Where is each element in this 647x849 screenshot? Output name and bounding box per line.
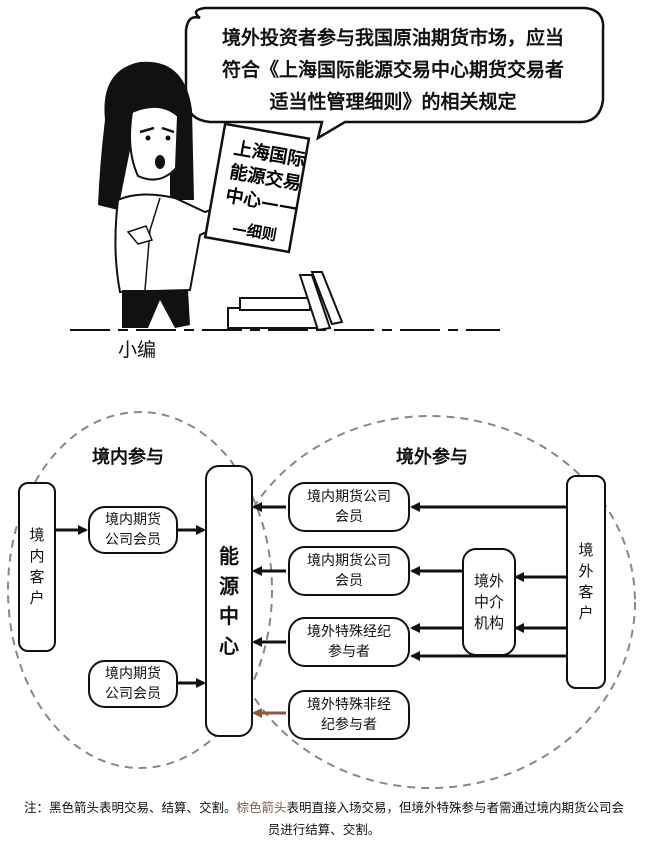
- energy-center-box: 能源中心: [205, 465, 253, 737]
- bubble-line-3: 适当性管理细则》的相关规定: [269, 91, 517, 113]
- foreign-member-1: 境内期货公司 会员: [288, 482, 410, 532]
- footnote-brown-phrase: 棕色箭头: [236, 800, 287, 815]
- special-nonbroker-participant: 境外特殊非经 纪参与者: [288, 690, 410, 740]
- intermediary-label: 境外中介机构: [474, 571, 505, 632]
- foreign-member-1-label: 境内期货公司 会员: [307, 489, 391, 525]
- foreign-group-label: 境外参与: [396, 447, 468, 468]
- legs: [122, 290, 190, 328]
- energy-center-label: 能源中心: [219, 544, 239, 658]
- intermediary-box: 境外中介机构: [462, 548, 516, 656]
- foreign-client-label: 境外客户: [578, 541, 594, 622]
- foreign-ellipse: [224, 415, 636, 789]
- footnote-suffix: 表明直接入场交易，但境外特殊参与者需通过境内期货公司会员进行结算、交割。: [267, 800, 625, 837]
- special-nonbroker-label: 境外特殊非经 纪参与者: [307, 697, 391, 733]
- speech-bubble-text: 境外投资者参与我国原油期货市场，应当 符合《上海国际能源交易中心期货交易者 适当…: [193, 22, 593, 118]
- book: 上海国际 能源交易 中心—— —细则: [203, 122, 311, 254]
- face: [129, 105, 180, 181]
- speech-bubble: [184, 6, 605, 141]
- domestic-member-bottom-label: 境内期货 公司会员: [105, 666, 161, 702]
- domestic-ellipse: [7, 411, 273, 769]
- domestic-member-top: 境内期货 公司会员: [88, 506, 178, 554]
- foreign-member-2: 境内期货公司 会员: [288, 546, 410, 596]
- character-caption: 小编: [118, 339, 157, 361]
- comic-illustration: 上海国际 能源交易 中心—— —细则: [70, 6, 605, 332]
- domestic-group-label: 境内参与: [92, 447, 164, 468]
- diagram-connectors: [7, 411, 636, 789]
- domestic-client-box: 境内客户: [18, 482, 56, 652]
- foreign-member-2-label: 境内期货公司 会员: [307, 553, 391, 589]
- special-broker-participant: 境外特殊经纪 参与者: [288, 617, 410, 667]
- footnote-prefix: 注：黑色箭头表明交易、结算、交割。: [23, 800, 237, 815]
- domestic-member-bottom: 境内期货 公司会员: [88, 660, 178, 708]
- foreign-client-box: 境外客户: [566, 475, 606, 689]
- special-broker-label: 境外特殊经纪 参与者: [307, 624, 391, 660]
- bubble-line-1: 境外投资者参与我国原油期货市场，应当: [221, 27, 564, 49]
- domestic-client-label: 境内客户: [29, 526, 45, 607]
- footnote: 注：黑色箭头表明交易、结算、交割。棕色箭头表明直接入场交易，但境外特殊参与者需通…: [18, 797, 630, 841]
- bubble-line-2: 符合《上海国际能源交易中心期货交易者: [221, 59, 564, 81]
- body: [114, 193, 230, 294]
- domestic-member-top-label: 境内期货 公司会员: [105, 512, 161, 548]
